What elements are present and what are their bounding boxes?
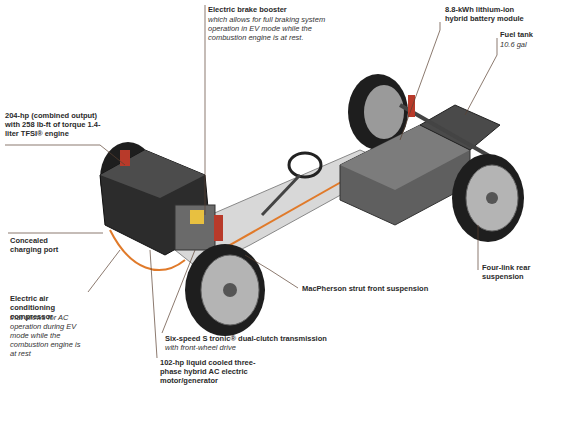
leader-line — [478, 225, 479, 270]
leader-line — [245, 255, 298, 288]
steering-column — [262, 175, 300, 215]
rim — [364, 85, 404, 139]
leader-line — [205, 5, 206, 215]
callout-label: Electric brake booster — [208, 5, 338, 14]
steering-wheel — [289, 153, 321, 177]
fuel-tank — [420, 105, 500, 150]
callout-label: MacPherson strut front suspension — [302, 284, 452, 293]
power-electronics — [190, 210, 204, 224]
wheel — [185, 244, 265, 336]
hub — [486, 192, 498, 204]
rim — [466, 165, 518, 231]
e-motor — [175, 205, 215, 250]
leader-line — [465, 38, 497, 115]
callout-label: 8.8-kWh lithium-ion hybrid battery modul… — [445, 5, 530, 23]
spec-label: 204-hp (combined output) with 258 lb-ft … — [5, 111, 105, 138]
callout-note: which allows for full braking system ope… — [208, 15, 326, 42]
callout-note: that allows for AC operation during EV m… — [10, 313, 88, 358]
leader-line — [8, 233, 103, 234]
callout-note: with front-wheel drive — [165, 343, 285, 352]
coil-spring — [408, 95, 415, 117]
leader-lines — [5, 5, 497, 358]
callout-label: 102-hp liquid cooled three-phase hybrid … — [160, 358, 272, 385]
coil-spring — [120, 150, 130, 166]
callout-label: Fuel tank — [500, 30, 570, 39]
callout-label: Concealed charging port — [10, 236, 72, 254]
hub — [223, 283, 237, 297]
leader-line — [150, 250, 157, 358]
leader-line — [5, 145, 125, 165]
wheel — [452, 154, 524, 242]
coil-spring — [214, 215, 223, 241]
hv-cable — [110, 230, 185, 270]
leader-line — [400, 22, 440, 140]
callout-note: 10.6 gal — [500, 40, 560, 49]
rim — [201, 255, 259, 325]
callout-label: Six-speed S tronic® dual-clutch transmis… — [165, 334, 340, 343]
leader-line — [162, 250, 195, 333]
leader-line — [88, 250, 120, 292]
callout-label: Four-link rear suspension — [482, 263, 572, 281]
